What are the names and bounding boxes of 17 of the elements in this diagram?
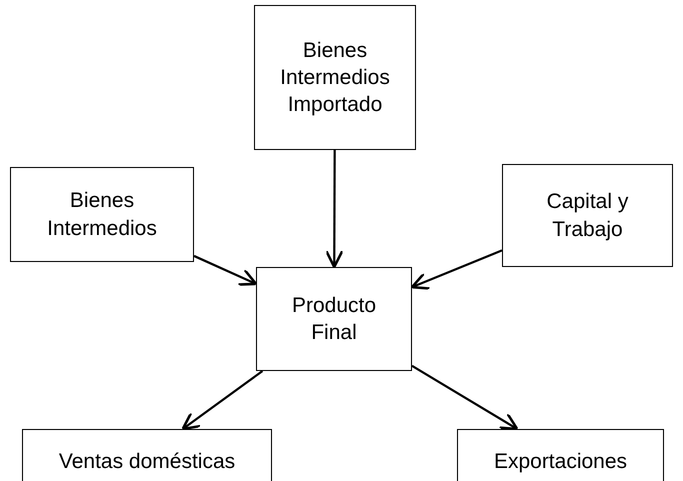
arrow: [181, 370, 264, 430]
process-box: [502, 164, 673, 267]
box-label: Exportaciones: [494, 449, 628, 475]
process-box: [256, 267, 412, 371]
process-box: [254, 5, 416, 150]
box-label: Bienes Intermedios Importado: [279, 38, 391, 118]
process-box: [10, 167, 194, 262]
process-box: [457, 429, 664, 481]
arrow: [410, 249, 502, 290]
arrow: [411, 364, 518, 430]
box-label: Bienes Intermedios: [46, 188, 158, 242]
process-box: [22, 429, 272, 481]
box-label: Ventas domésticas: [58, 449, 236, 475]
arrow: [194, 254, 258, 286]
arrow: [325, 150, 344, 268]
box-label: Capital y Trabajo: [546, 189, 630, 242]
box-label: Producto Final: [290, 292, 378, 346]
